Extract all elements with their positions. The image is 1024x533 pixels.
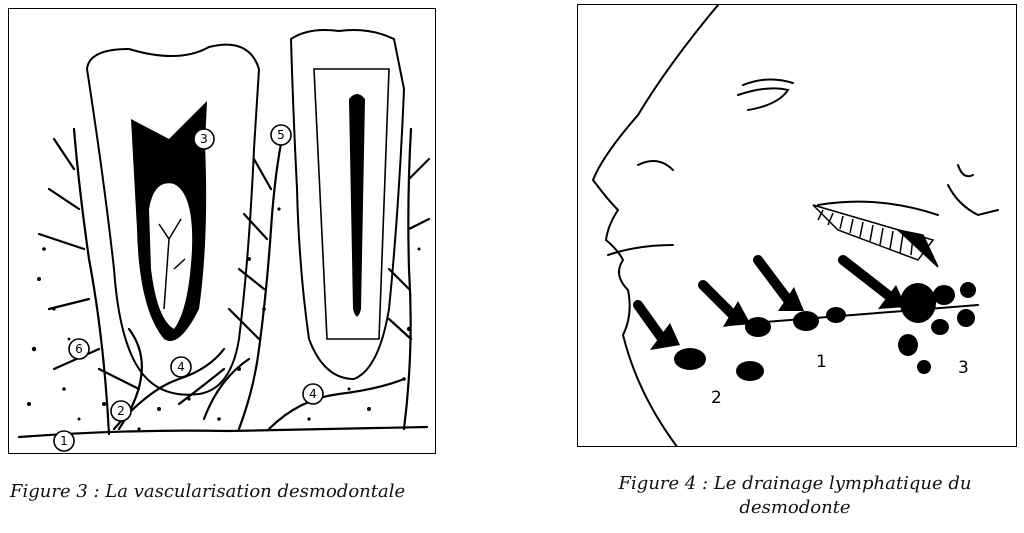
svg-text:2: 2	[117, 404, 125, 418]
label-2: 2	[711, 388, 722, 408]
svg-text:5: 5	[277, 128, 285, 142]
vessel-network	[17, 127, 431, 439]
face-lymph-drainage-drawing: 1 2 3	[591, 5, 999, 446]
figure-3-illustration: 1 2 3 4 4 5 6	[8, 8, 436, 454]
drainage-arrows	[633, 255, 893, 345]
label-5: 5	[270, 124, 292, 146]
label-6: 6	[68, 338, 90, 360]
label-4-left: 4	[170, 356, 192, 378]
right-tooth-outline	[289, 29, 406, 381]
tooth-vascularisation-drawing: 1 2 3 4 4 5 6	[17, 29, 431, 452]
figure-3-caption: Figure 3 : La vascularisation desmodonta…	[10, 481, 406, 502]
figure-4-illustration: 1 2 3	[577, 4, 1017, 447]
lymph-nodes	[674, 282, 976, 381]
face-profile	[591, 5, 999, 446]
svg-text:3: 3	[200, 132, 208, 146]
arrow-heads	[650, 285, 906, 350]
label-3: 3	[958, 358, 969, 378]
figure-4-caption-line-1: Figure 4 : Le drainage lymphatique du	[618, 473, 972, 494]
label-3: 3	[193, 128, 215, 150]
label-4-right: 4	[302, 383, 324, 405]
svg-text:6: 6	[75, 342, 83, 356]
label-1: 1	[53, 430, 75, 452]
figure-4-caption-line-2: desmodonte	[739, 497, 851, 518]
svg-text:4: 4	[309, 387, 317, 401]
label-2: 2	[110, 400, 132, 422]
hatched-gland	[812, 204, 939, 268]
label-1: 1	[816, 352, 827, 372]
right-tooth-canal	[349, 94, 365, 317]
figure-4-caption: Figure 4 : Le drainage lymphatique du de…	[570, 472, 1020, 520]
svg-text:1: 1	[60, 434, 68, 448]
svg-text:4: 4	[177, 360, 185, 374]
